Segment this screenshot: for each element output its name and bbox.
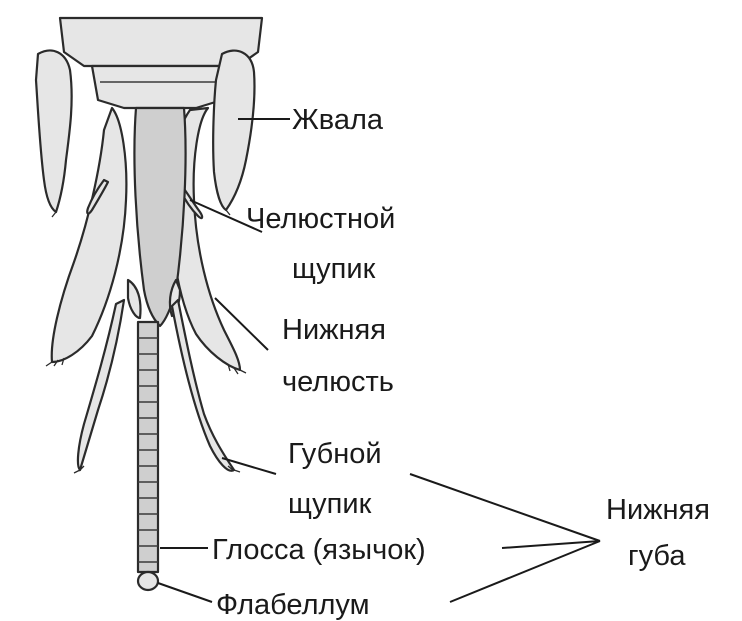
label-maxilla-line2: челюсть xyxy=(282,366,394,398)
right-mandible xyxy=(213,51,254,210)
glossa xyxy=(138,322,158,572)
flabellum xyxy=(138,572,158,590)
label-labium-line2: губа xyxy=(628,540,686,572)
basal-plate xyxy=(92,66,228,108)
label-maxillary-palp-line2: щупик xyxy=(292,253,376,285)
labels: Жвала Челюстной щупик Нижняя челюсть Губ… xyxy=(212,104,710,621)
label-flabellum: Флабеллум xyxy=(216,589,370,621)
label-glossa: Глосса (язычок) xyxy=(212,534,426,566)
mouthparts-illustration xyxy=(36,18,262,590)
label-labium-line1: Нижняя xyxy=(606,494,710,526)
leader-labium-to-flabellum xyxy=(450,541,600,602)
label-maxilla-line1: Нижняя xyxy=(282,314,386,346)
label-maxillary-palp-line1: Челюстной xyxy=(246,203,395,235)
left-mandible xyxy=(36,51,72,212)
leader-labium-to-labial-palp xyxy=(410,474,600,541)
label-mandible: Жвала xyxy=(292,104,384,136)
label-labial-palp-line2: щупик xyxy=(288,488,372,520)
leader-flabellum xyxy=(158,583,212,602)
label-labial-palp-line1: Губной xyxy=(288,438,382,470)
